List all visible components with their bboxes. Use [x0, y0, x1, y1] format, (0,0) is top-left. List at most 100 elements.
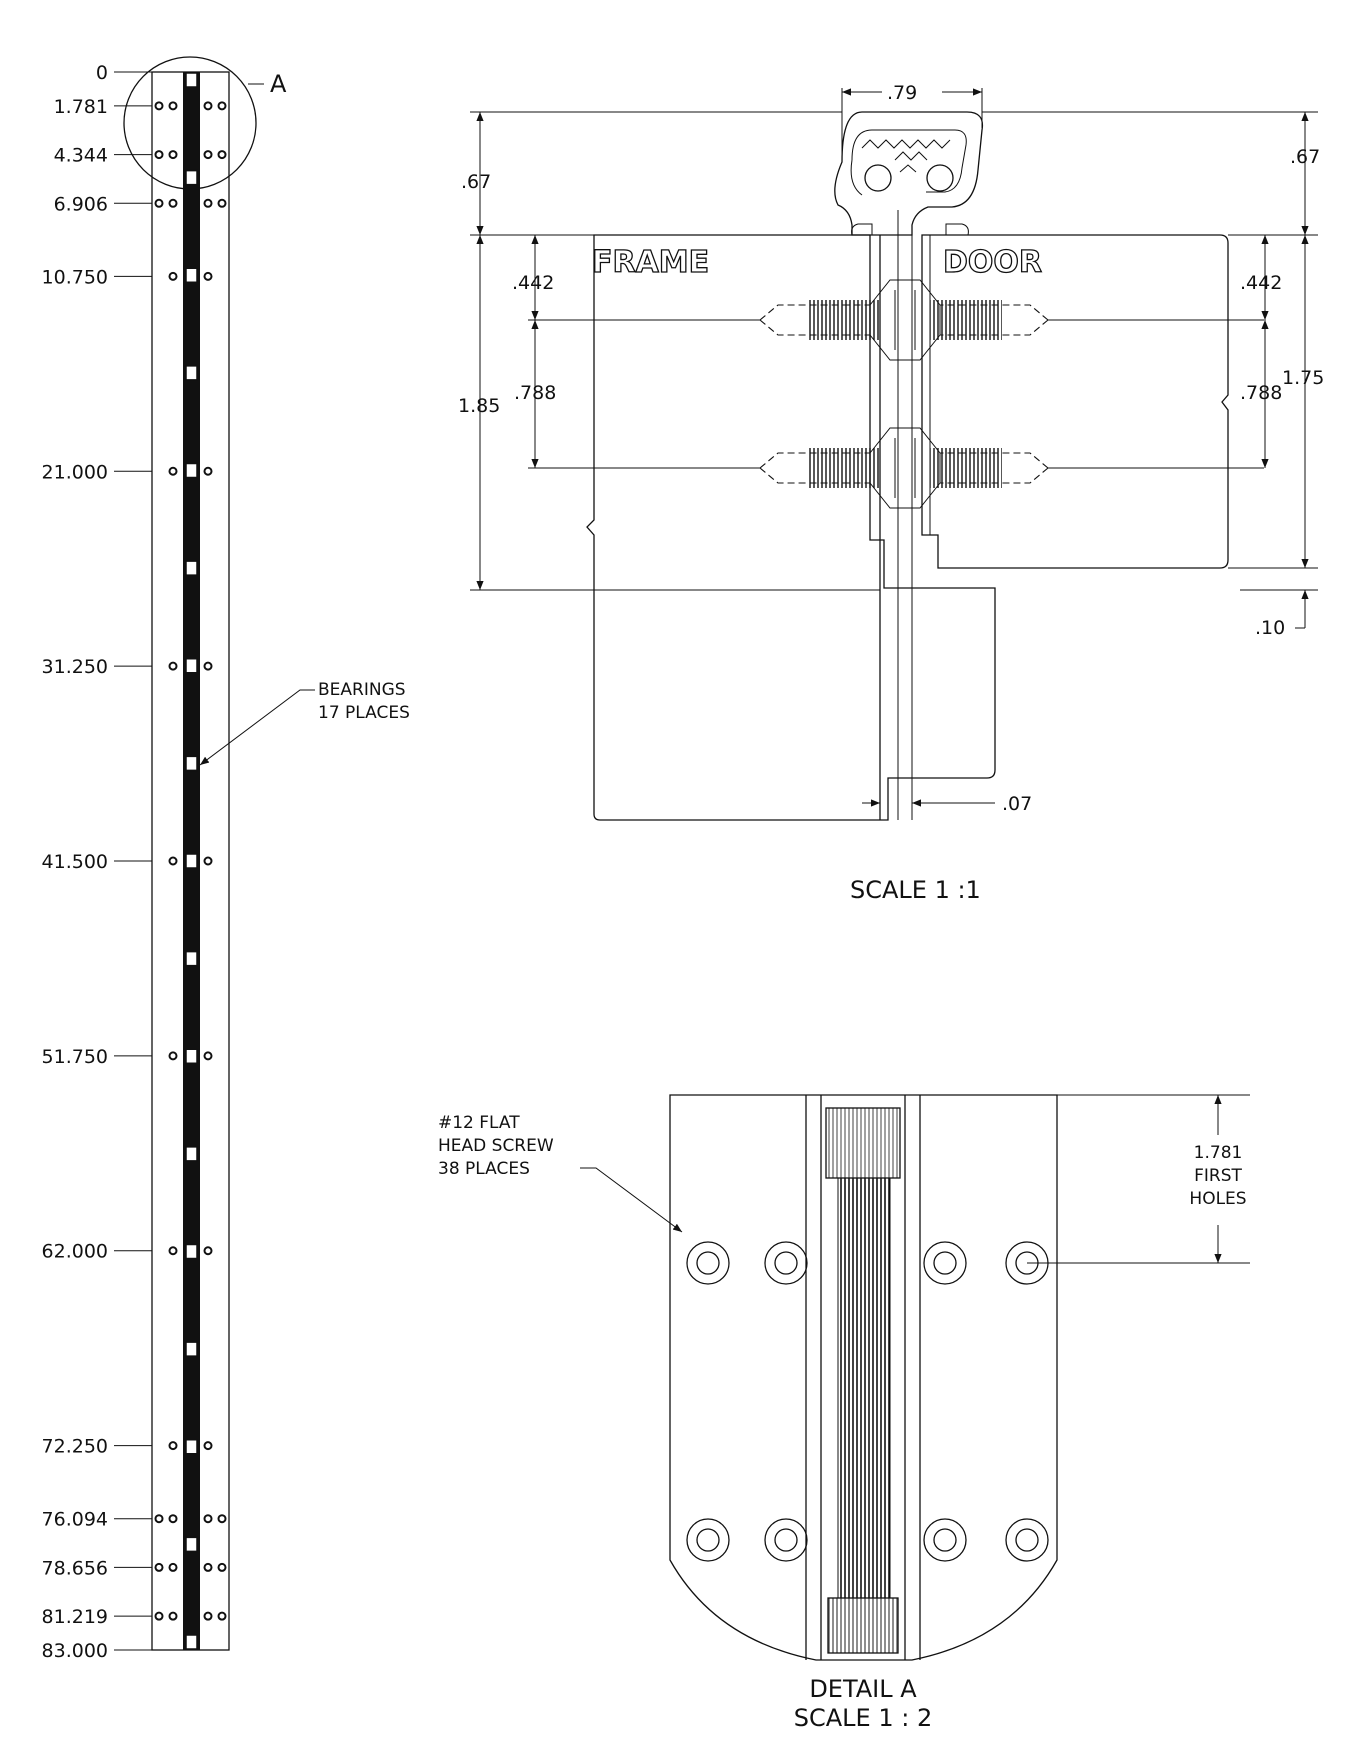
position-label: 1.781 — [54, 96, 108, 118]
first-holes-line2: FIRST — [1194, 1166, 1242, 1186]
dim-bottom-offset: .10 — [1255, 617, 1285, 639]
screw-hole — [168, 661, 178, 671]
screw-hole — [168, 1562, 178, 1572]
screw-note-line2: HEAD SCREW — [438, 1136, 554, 1156]
screw-hole — [217, 1611, 227, 1621]
screw-hole — [168, 101, 178, 111]
screw-hole — [154, 1611, 164, 1621]
position-label: 21.000 — [42, 461, 108, 483]
bearing — [185, 72, 198, 88]
screw-hole — [203, 1051, 213, 1061]
position-label: 0 — [96, 62, 108, 84]
frame-profile — [586, 234, 996, 821]
screw-hole — [203, 466, 213, 476]
screw-hole — [203, 1514, 213, 1524]
detail-title: DETAIL A — [809, 1675, 917, 1703]
detail-screw-hole-inner — [933, 1251, 957, 1275]
detail-screw-hole — [923, 1241, 967, 1285]
bearing — [185, 853, 198, 869]
dim-left-b: .788 — [514, 382, 556, 404]
detail-scale: SCALE 1 : 2 — [794, 1704, 932, 1732]
detail-screw-hole-inner — [1015, 1528, 1039, 1552]
screw-hole — [203, 150, 213, 160]
bearing — [185, 1048, 198, 1064]
hinge-extrusion — [834, 111, 984, 236]
screw-hole — [217, 1562, 227, 1572]
screw-hole — [168, 1051, 178, 1061]
position-labels: 01.7814.3446.90610.75021.00031.25041.500… — [42, 62, 152, 1662]
frame-label: FRAME — [592, 245, 709, 280]
door-profile — [921, 234, 1229, 569]
screw-hole — [168, 1611, 178, 1621]
section-scale-label: SCALE 1 :1 — [850, 876, 981, 904]
bearing — [185, 1243, 198, 1260]
detail-screw-hole-inner — [774, 1251, 798, 1275]
position-label: 41.500 — [42, 851, 108, 873]
door-label: DOOR — [943, 245, 1042, 280]
elevation-view: 01.7814.3446.90610.75021.00031.25041.500… — [42, 56, 410, 1662]
bearing — [185, 1146, 198, 1162]
detail-callout-label: A — [270, 70, 287, 98]
screw-hole — [203, 271, 213, 281]
bearing — [185, 1439, 198, 1455]
screw-hole — [154, 1514, 164, 1524]
detail-screw-holes — [686, 1241, 1049, 1562]
screw-hole — [203, 1611, 213, 1621]
position-label: 76.094 — [42, 1509, 108, 1531]
bearing — [185, 560, 198, 576]
position-label: 78.656 — [42, 1557, 108, 1579]
screw-hole — [168, 1441, 178, 1451]
screw-hole — [154, 101, 164, 111]
screw-hole — [168, 466, 178, 476]
dim-width-top: .79 — [887, 82, 917, 104]
screw-hole — [203, 1246, 213, 1256]
screw-holes — [154, 101, 227, 1621]
bearings — [185, 72, 198, 1650]
position-label: 51.750 — [42, 1046, 108, 1068]
bearings-note-line1: BEARINGS — [318, 680, 406, 700]
bearing — [185, 1536, 198, 1553]
detail-screw-hole — [923, 1518, 967, 1562]
screw-hole — [154, 198, 164, 208]
screw-hole — [203, 198, 213, 208]
bearing — [185, 462, 198, 479]
screw-hole — [203, 1562, 213, 1572]
screw-hole — [203, 1441, 213, 1451]
detail-screw-hole — [686, 1241, 730, 1285]
screw-hole — [168, 198, 178, 208]
section-view: FRAME DOOR .79 — [458, 82, 1324, 904]
screw-hole — [168, 1246, 178, 1256]
dim-left-top: .67 — [461, 171, 491, 193]
position-label: 10.750 — [42, 266, 108, 288]
detail-circle-a — [123, 56, 257, 190]
dim-gap: .07 — [1002, 793, 1032, 815]
first-holes-line3: HOLES — [1189, 1189, 1246, 1209]
dim-right-top: .67 — [1290, 146, 1320, 168]
screw-hole — [217, 198, 227, 208]
first-holes-line1: 1.781 — [1194, 1143, 1243, 1163]
bearing — [185, 950, 198, 967]
dim-left-total: 1.85 — [458, 395, 500, 417]
bearing — [185, 1341, 198, 1357]
screw-hole — [168, 150, 178, 160]
detail-screw-hole-inner — [696, 1251, 720, 1275]
position-label: 62.000 — [42, 1241, 108, 1263]
screw-hole — [217, 1514, 227, 1524]
dim-right-a: .442 — [1240, 272, 1282, 294]
bearing — [185, 169, 198, 186]
screw-note-line1: #12 FLAT — [438, 1113, 520, 1133]
screw-hole — [217, 150, 227, 160]
screw-hole — [203, 856, 213, 866]
position-label: 4.344 — [54, 145, 108, 167]
bearing — [185, 755, 198, 772]
bearing — [185, 658, 198, 674]
detail-screw-hole — [1005, 1518, 1049, 1562]
detail-screw-hole — [764, 1241, 808, 1285]
detail-screw-hole-inner — [696, 1528, 720, 1552]
position-label: 72.250 — [42, 1436, 108, 1458]
detail-screw-hole-inner — [774, 1528, 798, 1552]
screw-lower — [759, 427, 1049, 509]
detail-a-view: #12 FLAT HEAD SCREW 38 PLACES 1.781 FIRS… — [438, 1094, 1250, 1732]
screw-hole — [168, 1514, 178, 1524]
